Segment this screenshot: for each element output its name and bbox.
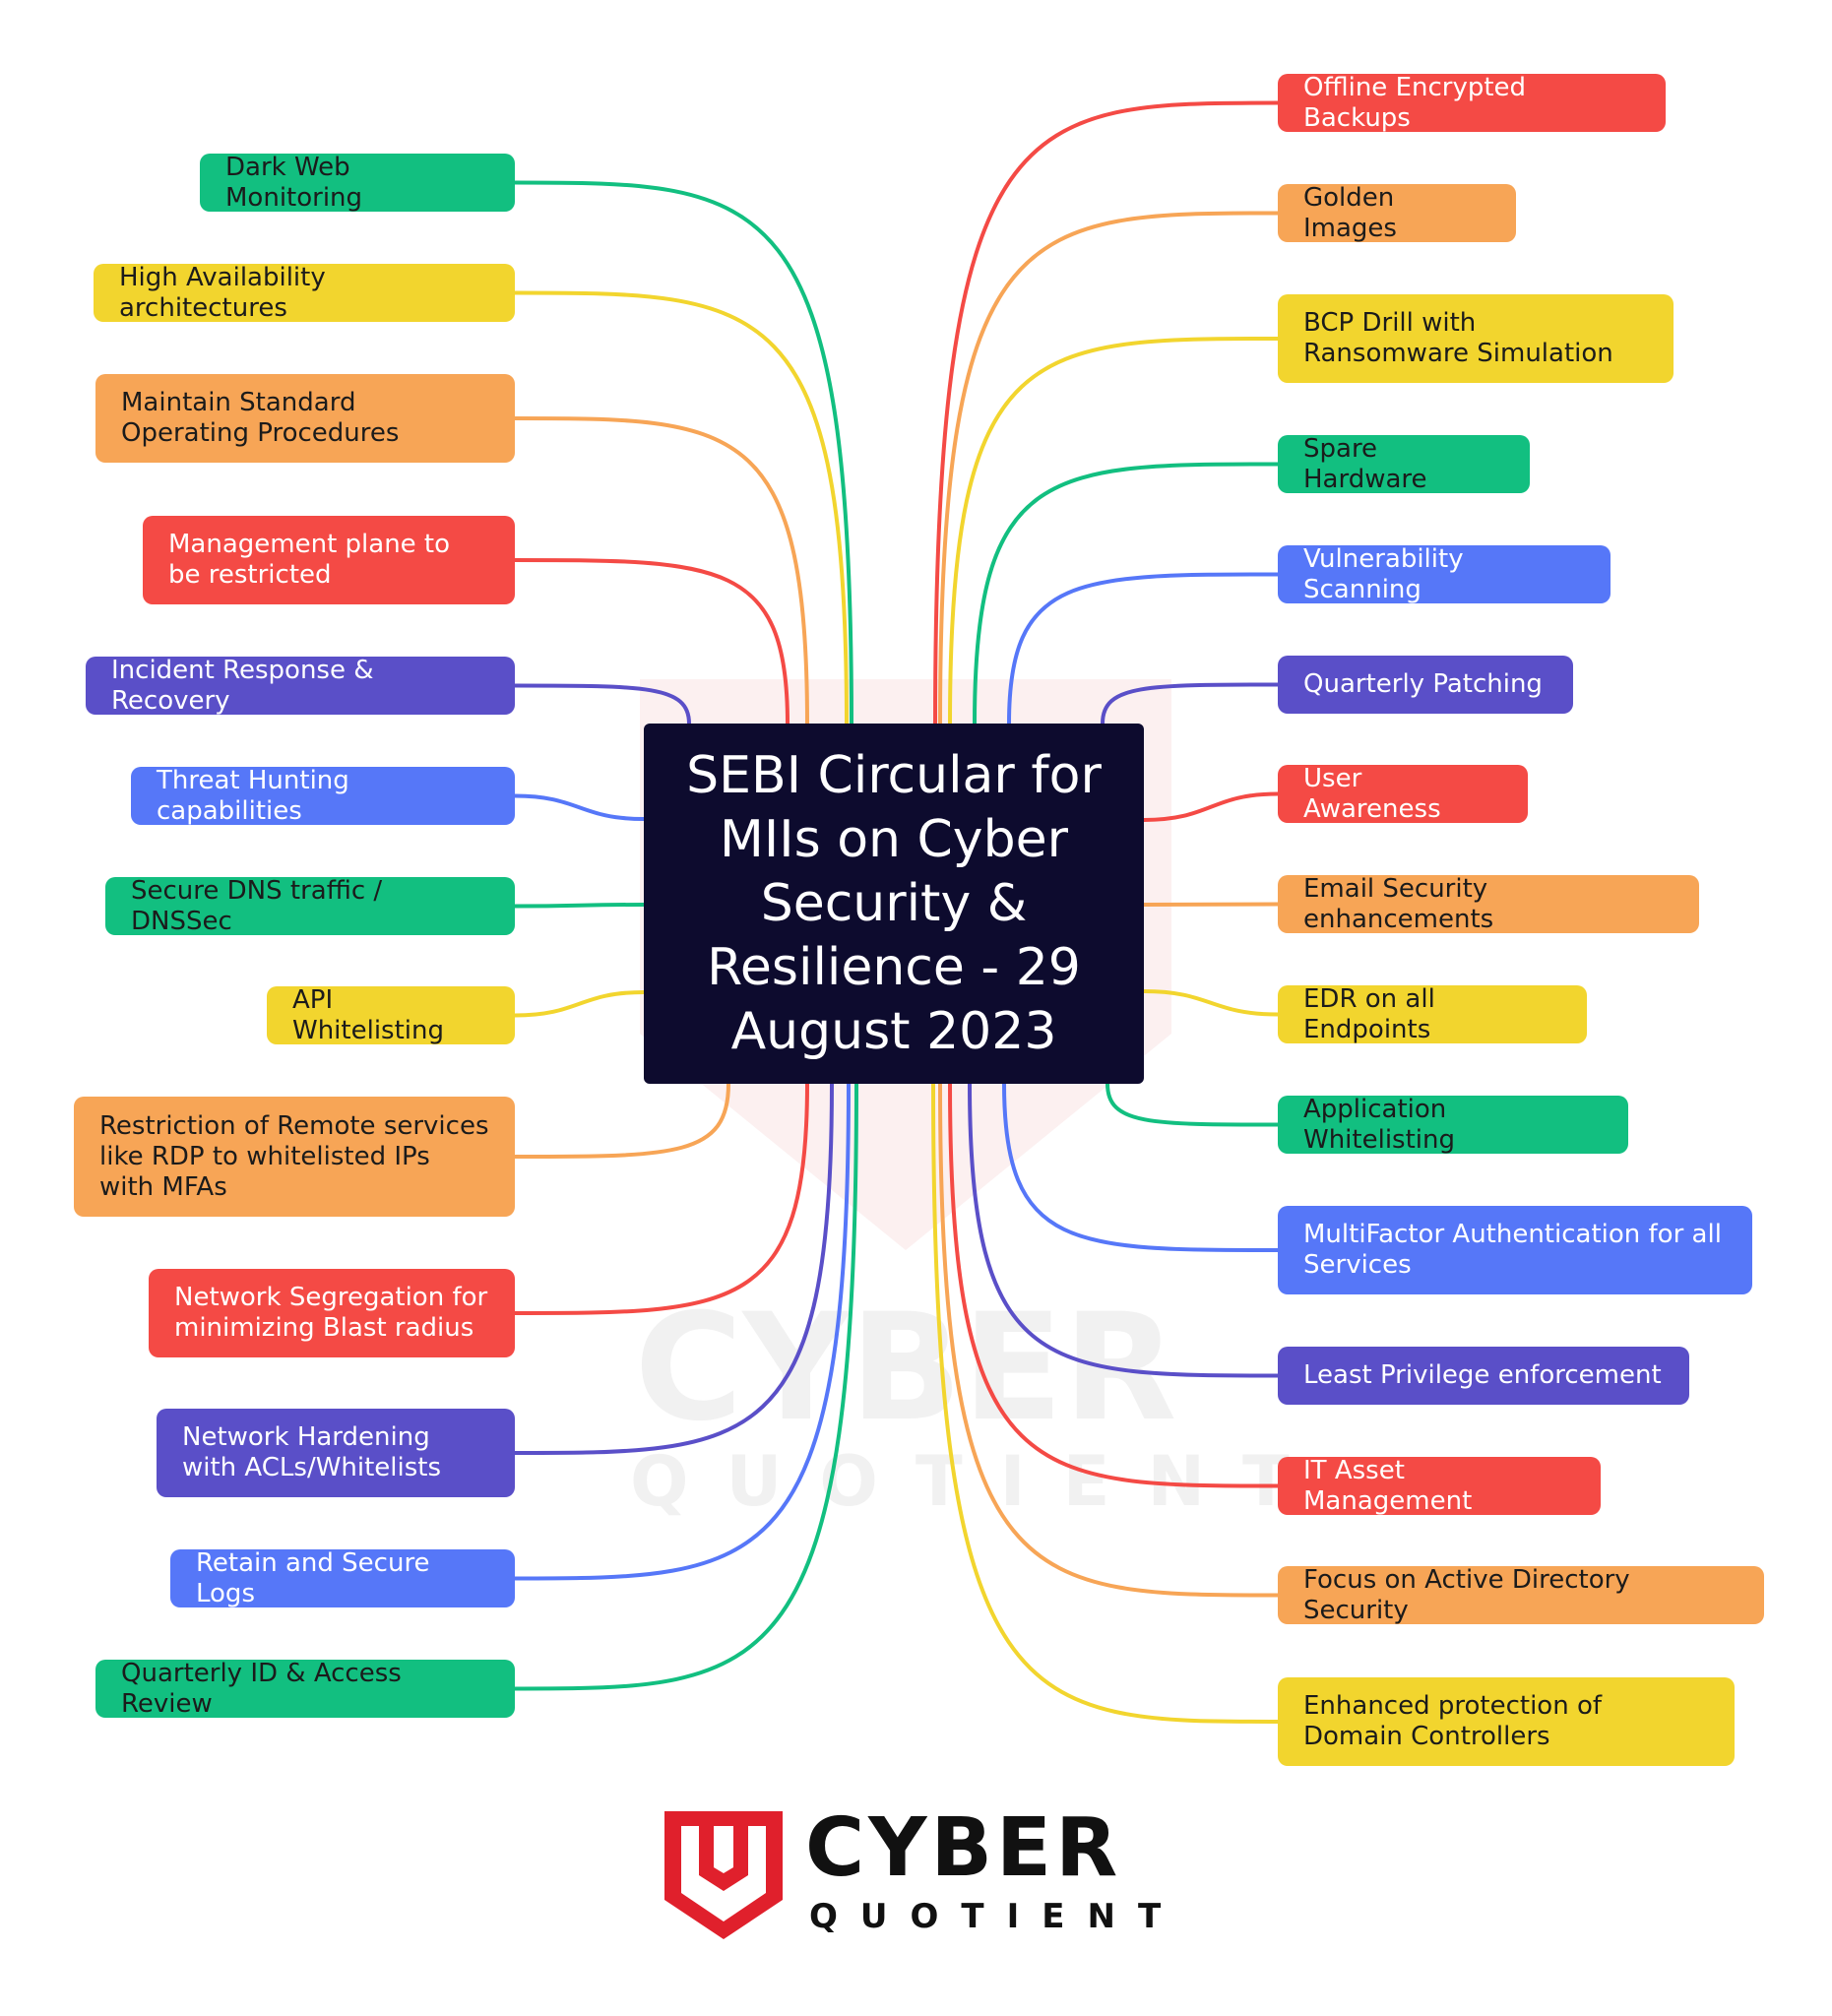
- right-branch-node-13: IT Asset Management: [1278, 1455, 1601, 1516]
- right-connector-6: [1101, 682, 1279, 724]
- left-branch-label-12: Retain and Secure Logs: [196, 1547, 430, 1608]
- right-connector-8: [1143, 902, 1279, 907]
- right-branch-node-8: Email Security enhancements: [1278, 873, 1699, 934]
- left-branch-node-12: Retain and Secure Logs: [170, 1547, 515, 1608]
- left-connector-2: [514, 290, 849, 724]
- right-branch-label-12: Least Privilege enforcement: [1303, 1360, 1662, 1390]
- right-branch-node-14: Focus on Active Directory Security: [1278, 1564, 1764, 1625]
- right-connector-10: [1106, 1083, 1279, 1127]
- left-connector-7: [514, 903, 645, 909]
- left-branch-node-9: Restriction of Remote services like RDP …: [74, 1097, 515, 1217]
- left-branch-label-6: Threat Hunting capabilities: [157, 765, 349, 826]
- right-branch-node-7: User Awareness: [1278, 763, 1528, 824]
- left-branch-node-7: Secure DNS traffic / DNSSec: [105, 875, 515, 936]
- central-topic-title: SEBI Circular for MIIs on Cyber Security…: [686, 745, 1102, 1061]
- left-branch-label-3: Maintain Standard Operating Procedures: [121, 388, 400, 448]
- right-branch-label-2: Golden Images: [1303, 182, 1397, 243]
- right-branch-node-4: Spare Hardware: [1278, 433, 1530, 494]
- right-branch-label-13: IT Asset Management: [1303, 1455, 1473, 1516]
- right-connector-9: [1143, 989, 1279, 1017]
- right-branch-node-3: BCP Drill with Ransomware Simulation: [1278, 294, 1674, 383]
- right-connector-12: [968, 1083, 1279, 1378]
- shield-icon: [664, 1811, 783, 1939]
- left-connector-6: [514, 793, 645, 821]
- left-branch-node-6: Threat Hunting capabilities: [131, 765, 515, 826]
- right-branch-node-1: Offline Encrypted Backups: [1278, 72, 1666, 133]
- left-connector-9: [514, 1083, 730, 1159]
- left-branch-label-7: Secure DNS traffic / DNSSec: [131, 875, 383, 936]
- left-branch-node-2: High Availability architectures: [94, 262, 515, 323]
- left-branch-node-13: Quarterly ID & Access Review: [95, 1658, 515, 1719]
- left-branch-label-5: Incident Response & Recovery: [111, 655, 374, 716]
- right-branch-node-9: EDR on all Endpoints: [1278, 983, 1587, 1044]
- right-branch-node-10: Application Whitelisting: [1278, 1094, 1628, 1155]
- right-branch-label-14: Focus on Active Directory Security: [1303, 1564, 1630, 1625]
- right-connector-4: [973, 462, 1279, 724]
- left-connector-5: [514, 683, 691, 724]
- right-connector-5: [1007, 572, 1279, 724]
- right-connector-15: [931, 1083, 1279, 1724]
- left-connector-13: [514, 1083, 858, 1691]
- right-branch-label-6: Quarterly Patching: [1303, 669, 1543, 699]
- left-branch-label-11: Network Hardening with ACLs/Whitelists: [182, 1422, 442, 1482]
- right-connector-11: [1002, 1083, 1279, 1252]
- right-connector-7: [1143, 791, 1279, 822]
- right-branch-node-5: Vulnerability Scanning: [1278, 543, 1611, 604]
- left-branch-label-2: High Availability architectures: [119, 262, 326, 323]
- right-branch-label-8: Email Security enhancements: [1303, 873, 1494, 934]
- left-connector-1: [514, 180, 853, 724]
- left-branch-node-5: Incident Response & Recovery: [86, 655, 515, 716]
- left-branch-node-1: Dark Web Monitoring: [200, 152, 515, 213]
- right-branch-node-2: Golden Images: [1278, 182, 1516, 243]
- right-branch-label-11: MultiFactor Authentication for all Servi…: [1303, 1220, 1722, 1280]
- left-branch-node-11: Network Hardening with ACLs/Whitelists: [157, 1409, 515, 1497]
- left-branch-label-9: Restriction of Remote services like RDP …: [99, 1110, 489, 1202]
- right-branch-label-1: Offline Encrypted Backups: [1303, 72, 1527, 133]
- logo-word-quotient: QUOTIENT: [809, 1897, 1184, 1936]
- right-branch-label-5: Vulnerability Scanning: [1303, 543, 1464, 604]
- right-connector-3: [948, 337, 1279, 724]
- right-branch-label-9: EDR on all Endpoints: [1303, 983, 1435, 1044]
- left-branch-label-1: Dark Web Monitoring: [225, 152, 363, 213]
- logo-word-cyber: CYBER: [805, 1801, 1122, 1895]
- left-branch-label-8: API Whitelisting: [292, 984, 444, 1045]
- left-connector-4: [514, 558, 790, 724]
- right-branch-label-10: Application Whitelisting: [1303, 1094, 1455, 1155]
- right-branch-label-7: User Awareness: [1303, 763, 1441, 824]
- right-branch-node-12: Least Privilege enforcement: [1278, 1347, 1689, 1405]
- right-branch-node-11: MultiFactor Authentication for all Servi…: [1278, 1206, 1752, 1294]
- left-branch-label-10: Network Segregation for minimizing Blast…: [174, 1283, 488, 1343]
- right-branch-label-3: BCP Drill with Ransomware Simulation: [1303, 308, 1613, 368]
- left-connector-8: [514, 990, 645, 1018]
- left-connector-10: [514, 1083, 809, 1315]
- right-connector-1: [933, 100, 1279, 724]
- left-branch-node-4: Management plane to be restricted: [143, 516, 515, 604]
- left-connector-12: [514, 1083, 851, 1581]
- right-branch-label-4: Spare Hardware: [1303, 433, 1427, 494]
- left-connector-11: [514, 1083, 834, 1455]
- left-branch-node-10: Network Segregation for minimizing Blast…: [149, 1269, 515, 1357]
- central-topic: SEBI Circular for MIIs on Cyber Security…: [644, 724, 1144, 1084]
- right-branch-label-15: Enhanced protection of Domain Controller…: [1303, 1691, 1602, 1751]
- left-branch-node-3: Maintain Standard Operating Procedures: [95, 374, 515, 463]
- left-branch-label-4: Management plane to be restricted: [168, 530, 451, 590]
- right-connector-13: [948, 1083, 1279, 1488]
- right-connector-2: [938, 211, 1279, 724]
- left-branch-label-13: Quarterly ID & Access Review: [121, 1658, 402, 1719]
- right-connector-14: [938, 1083, 1279, 1598]
- right-branch-node-15: Enhanced protection of Domain Controller…: [1278, 1677, 1735, 1766]
- left-branch-node-8: API Whitelisting: [267, 984, 515, 1045]
- brand-logo: CYBER QUOTIENT: [660, 1806, 1211, 1944]
- right-branch-node-6: Quarterly Patching: [1278, 656, 1573, 714]
- left-connector-3: [514, 416, 809, 724]
